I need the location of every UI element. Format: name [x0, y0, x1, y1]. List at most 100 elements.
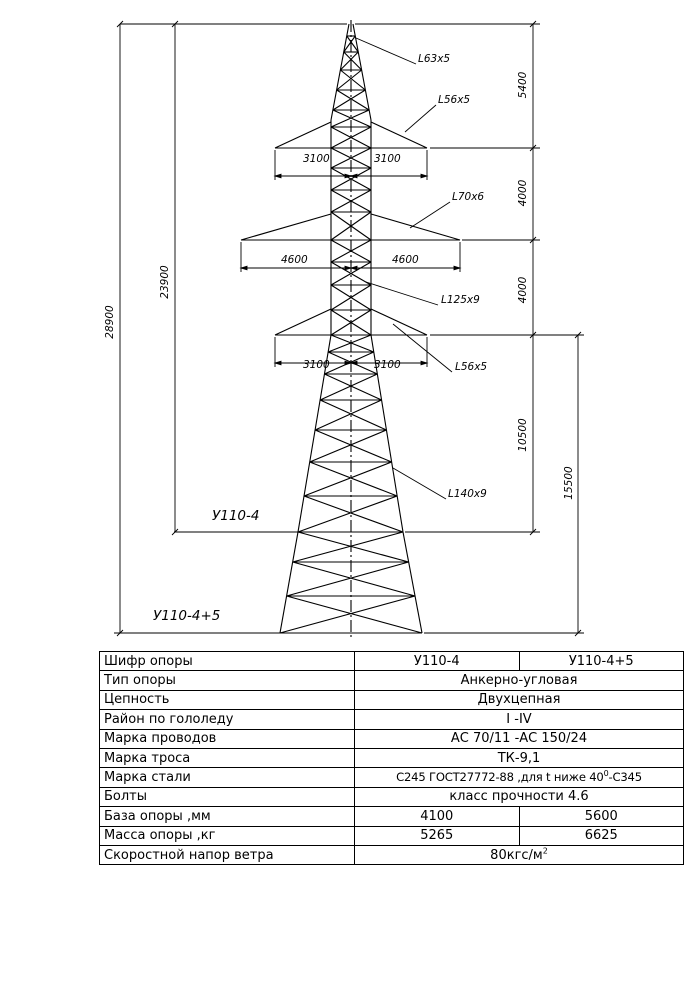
tower-diagonal-brace	[339, 51, 359, 71]
value-cell: Анкерно-угловая	[354, 670, 684, 691]
dim-tick	[171, 20, 179, 28]
tower-diagonal-brace	[343, 35, 356, 53]
param-cell: Шифр опоры	[99, 650, 355, 672]
table-row: Цепность Двухцепная	[99, 689, 684, 711]
tower-diagonal-brace	[319, 373, 378, 401]
version-base-label: У110-4	[212, 508, 259, 524]
leader-line	[409, 201, 451, 229]
param-cell: Цепность	[99, 689, 355, 711]
value-cell: I -IV	[354, 709, 684, 730]
value-cell: 80кгс/м2	[354, 844, 684, 866]
dim-total-height-extended: 28900	[104, 305, 116, 339]
dim-tick	[529, 20, 537, 28]
dim-middle-left-arm: 4600	[281, 254, 308, 266]
tower-diagonal-brace	[286, 561, 409, 597]
tower-diagonal-brace	[314, 399, 382, 431]
version-extended-label: У110-4+5	[153, 608, 220, 624]
tower-diagonal-brace	[314, 429, 392, 463]
param-cell: Марка стали	[99, 767, 355, 788]
param-cell: Марка троса	[99, 747, 355, 769]
tower-leg-right	[352, 23, 372, 121]
value-cell: У110-4	[354, 650, 520, 672]
tower-diagonal-brace	[332, 89, 366, 111]
table-row: База опоры ,мм 4100 5600	[99, 806, 684, 827]
dim-arrow	[349, 360, 358, 366]
label-upper-arm-member: L56x5	[438, 94, 470, 106]
tower-diagonal-brace	[292, 561, 416, 597]
value-cell: ТК-9,1	[354, 747, 684, 769]
value-cell: С245 ГОСТ27772-88 ,для t ниже 400-С345	[354, 767, 684, 788]
dim-arrow	[420, 360, 429, 366]
dim-tick	[116, 20, 124, 28]
arm-lower-left-top	[274, 308, 332, 336]
leader-line	[392, 467, 447, 500]
steel-grade-tail: -С345	[608, 770, 643, 785]
dim-lower-right-arm: 3100	[374, 359, 401, 371]
param-cell: Масса опоры ,кг	[99, 825, 355, 846]
tower-diagonal-brace	[303, 495, 404, 533]
tower-diagonal-brace	[319, 399, 387, 431]
dim-top-section: 5400	[517, 71, 529, 98]
value-cell: 6625	[518, 825, 684, 846]
leader-line	[392, 323, 453, 373]
table-row: Шифр опоры У110-4 У110-4+5	[99, 650, 684, 672]
param-cell: Болты	[99, 786, 355, 808]
specification-table: Шифр опоры У110-4 У110-4+5 Тип опоры Анк…	[99, 650, 684, 866]
dim-base-to-lower-arm: 10500	[517, 418, 529, 452]
arm-upper-right-top	[370, 121, 428, 149]
tower-diagonal-brace	[336, 89, 370, 111]
tower-diagonal-brace	[292, 531, 404, 563]
tower-diagonal-brace	[330, 126, 372, 149]
param-cell: Тип опоры	[99, 670, 355, 691]
dim-middle-right-arm: 4600	[392, 254, 419, 266]
square-superscript: 2	[542, 846, 548, 856]
dim-tick	[529, 236, 537, 244]
label-lower-arm-member: L56x5	[455, 361, 487, 373]
param-cell: Скоростной напор ветра	[99, 844, 355, 866]
dim-upper-gap: 4000	[517, 179, 529, 206]
tower-diagonal-brace	[309, 461, 398, 497]
dim-tick	[529, 144, 537, 152]
dim-tick	[529, 528, 537, 536]
table-row: Марка троса ТК-9,1	[99, 747, 684, 769]
degree-superscript: 0	[603, 769, 609, 779]
table-row: Скоростной напор ветра 80кгс/м2	[99, 844, 684, 866]
dim-middle-gap: 4000	[517, 276, 529, 303]
dim-tick	[574, 629, 582, 637]
leader-line	[404, 104, 437, 133]
dim-arrow	[349, 173, 358, 179]
tower-diagonal-brace	[330, 167, 372, 191]
dim-arrow	[344, 265, 353, 271]
arm-middle-right-top	[370, 213, 461, 241]
dim-tick	[171, 528, 179, 536]
tower-diagonal-brace	[297, 531, 409, 563]
tower-diagonal-brace	[330, 109, 370, 128]
dim-arrow	[239, 265, 248, 271]
dim-tick	[574, 331, 582, 339]
value-cell: класс прочности 4.6	[354, 786, 684, 808]
table-row: Болты класс прочности 4.6	[99, 786, 684, 808]
dimension-lines	[116, 20, 584, 637]
tower-leg-left	[279, 531, 299, 634]
dim-upper-left-arm: 3100	[303, 153, 330, 165]
tower-leg-left	[330, 23, 350, 121]
value-cell: 4100	[354, 806, 520, 827]
value-cell: Двухцепная	[354, 689, 684, 711]
tower-diagonal-brace	[330, 334, 374, 353]
tower-diagonal-brace	[340, 69, 366, 91]
value-cell: У110-4+5	[518, 650, 684, 672]
table-row: Район по гололеду I -IV	[99, 709, 684, 730]
label-leg-member: L140x9	[448, 488, 487, 500]
tower-leg-right	[402, 531, 423, 634]
tower-diagonal-brace	[336, 69, 362, 91]
dim-tick	[116, 629, 124, 637]
dim-lower-left-arm: 3100	[303, 359, 330, 371]
param-cell: Марка проводов	[99, 728, 355, 749]
dim-total-height-base: 23900	[159, 265, 171, 299]
tower-diagonal-brace	[332, 109, 372, 128]
leader-line	[365, 281, 439, 306]
param-cell: Район по гололеду	[99, 709, 355, 730]
tower-diagonal-brace	[309, 429, 387, 463]
dim-arrow	[344, 360, 353, 366]
tower-diagonal-brace	[327, 334, 372, 353]
